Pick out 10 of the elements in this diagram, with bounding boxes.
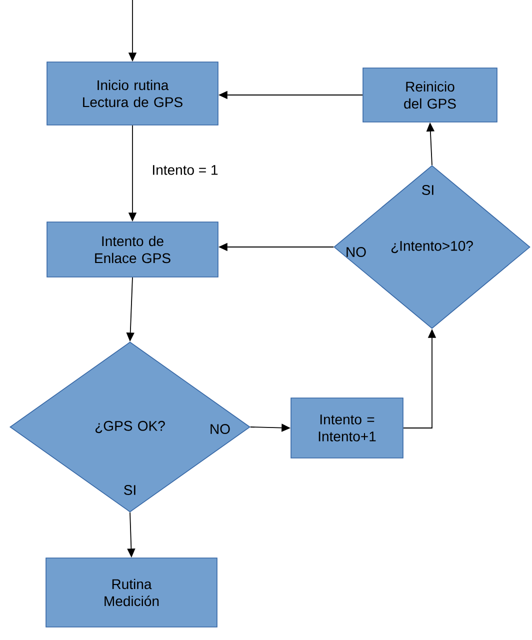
edge-label: SI	[124, 485, 136, 495]
process-box: Intento = Intento+1	[290, 398, 404, 458]
process-box: Reinicio del GPS	[362, 68, 498, 122]
edge-label: SI	[422, 185, 434, 195]
edge-label: Intento = 1	[150, 164, 220, 176]
process-box: Rutina Medición	[46, 558, 218, 628]
process-box: Inicio rutina Lectura de GPS	[46, 62, 218, 126]
process-box: Intento de Enlace GPS	[46, 222, 218, 278]
edge-label: NO	[346, 247, 366, 257]
edge-label: NO	[210, 424, 230, 434]
